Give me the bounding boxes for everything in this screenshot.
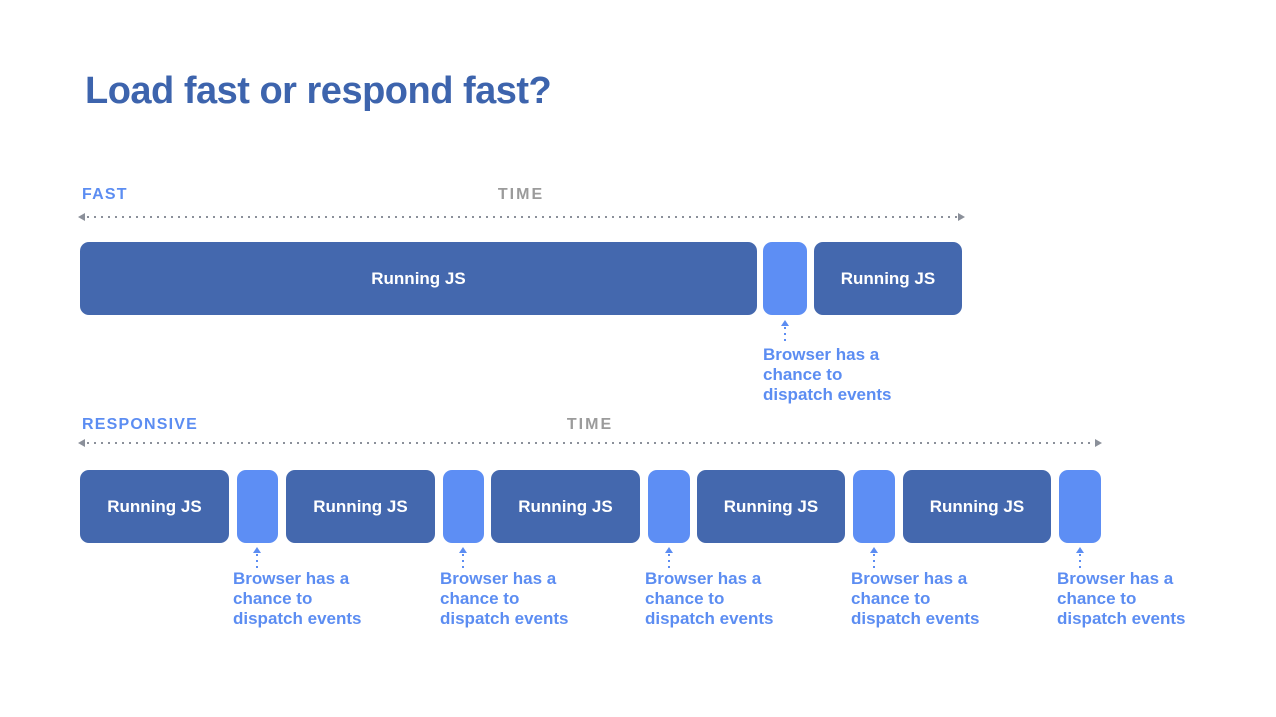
- arrow-stem: [784, 327, 786, 342]
- annotation-browser-dispatch: Browser has a chance to dispatch events: [1057, 569, 1186, 629]
- annotation-line: dispatch events: [233, 609, 362, 628]
- arrowhead: [253, 547, 261, 553]
- annotation-line: dispatch events: [1057, 609, 1186, 628]
- annotation-browser-dispatch: Browser has a chance to dispatch events: [851, 569, 980, 629]
- annotation-line: dispatch events: [763, 385, 892, 404]
- annotation-line: Browser has a: [645, 569, 762, 588]
- annotation-line: chance to: [233, 589, 313, 608]
- running-js-label: Running JS: [723, 496, 819, 516]
- arrowhead: [781, 320, 789, 326]
- dotted-up-arrow-icon: [253, 547, 261, 569]
- fast-section-label: FAST: [82, 186, 128, 203]
- annotation-line: dispatch events: [645, 609, 774, 628]
- axis-right-arrow-icon: [958, 213, 965, 221]
- fast-time-label: TIME: [497, 186, 545, 203]
- running-js-label: Running JS: [929, 496, 1025, 516]
- running-js-label: Running JS: [313, 496, 408, 516]
- arrowhead: [459, 547, 467, 553]
- running-js-label: Running JS: [840, 268, 936, 288]
- annotation-line: Browser has a: [851, 569, 968, 588]
- annotation-line: chance to: [645, 589, 725, 608]
- event-dispatch-gap-block: [763, 242, 807, 315]
- event-dispatch-gap-block: [1059, 470, 1101, 543]
- annotation-browser-dispatch: Browser has a chance to dispatch events: [645, 569, 774, 629]
- responsive-section-label: RESPONSIVE: [82, 416, 199, 433]
- responsive-time-label: TIME: [566, 416, 614, 433]
- running-js-block: Running JS: [80, 470, 229, 543]
- arrow-stem: [462, 554, 464, 569]
- arrow-stem: [873, 554, 875, 569]
- arrow-stem: [256, 554, 258, 569]
- fast-time-axis: [78, 213, 965, 221]
- arrowhead: [870, 547, 878, 553]
- annotation-line: chance to: [763, 365, 843, 384]
- annotation-line: dispatch events: [851, 609, 980, 628]
- running-js-block: Running JS: [903, 470, 1051, 543]
- axis-left-arrow-icon: [78, 213, 85, 221]
- dotted-up-arrow-icon: [459, 547, 467, 569]
- annotation-browser-dispatch: Browser has a chance to dispatch events: [440, 569, 569, 629]
- annotation-browser-dispatch: Browser has a chance to dispatch events: [233, 569, 362, 629]
- running-js-block: Running JS: [491, 470, 640, 543]
- annotation-line: Browser has a: [763, 345, 880, 364]
- arrow-stem: [1079, 554, 1081, 569]
- annotation-line: dispatch events: [440, 609, 569, 628]
- axis-left-arrow-icon: [78, 439, 85, 447]
- annotation-line: chance to: [440, 589, 520, 608]
- responsive-time-axis: [78, 439, 1102, 447]
- dotted-up-arrow-icon: [1076, 547, 1084, 569]
- running-js-label: Running JS: [371, 268, 466, 288]
- event-dispatch-gap-block: [237, 470, 278, 543]
- running-js-block: Running JS: [80, 242, 757, 315]
- annotation-line: chance to: [1057, 589, 1137, 608]
- running-js-block: Running JS: [814, 242, 962, 315]
- running-js-block: Running JS: [697, 470, 845, 543]
- annotation-browser-dispatch: Browser has a chance to dispatch events: [763, 345, 892, 405]
- running-js-label: Running JS: [518, 496, 613, 516]
- annotation-line: Browser has a: [233, 569, 350, 588]
- annotation-line: Browser has a: [440, 569, 557, 588]
- annotation-line: chance to: [851, 589, 931, 608]
- arrowhead: [665, 547, 673, 553]
- running-js-block: Running JS: [286, 470, 435, 543]
- event-dispatch-gap-block: [443, 470, 484, 543]
- running-js-label: Running JS: [107, 496, 202, 516]
- axis-right-arrow-icon: [1095, 439, 1102, 447]
- annotation-line: Browser has a: [1057, 569, 1174, 588]
- dotted-up-arrow-icon: [870, 547, 878, 569]
- event-dispatch-gap-block: [853, 470, 895, 543]
- slide-title: Load fast or respond fast?: [85, 70, 552, 112]
- event-dispatch-gap-block: [648, 470, 690, 543]
- dotted-up-arrow-icon: [665, 547, 673, 569]
- arrowhead: [1076, 547, 1084, 553]
- arrow-stem: [668, 554, 670, 569]
- dotted-up-arrow-icon: [781, 320, 789, 342]
